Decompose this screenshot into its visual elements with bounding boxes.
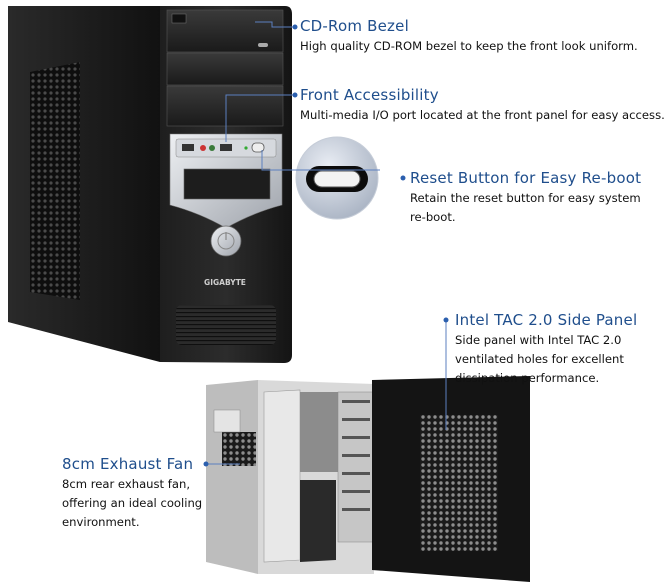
usb-port-icon-2 [220,144,232,151]
side-vent-grille [30,62,80,300]
brand-logo: GIGABYTE [204,278,246,287]
callout-desc-line: Side panel with Intel TAC 2.0 [455,333,622,347]
callout-desc-line: Retain the reset button for easy system [410,191,641,205]
callout-title: Intel TAC 2.0 Side Panel [455,311,638,329]
callout-title: CD-Rom Bezel [300,17,409,35]
callout-desc-line: ventilated holes for excellent [455,352,624,366]
callout-dots [203,24,449,467]
callout-cdrom-bezel: CD-Rom Bezel High quality CD-ROM bezel t… [300,16,638,56]
callout-desc-line: 8cm rear exhaust fan, [62,477,191,491]
callout-title: 8cm Exhaust Fan [62,455,194,473]
reset-button-icon [251,142,265,153]
callout-lines [206,21,447,465]
callout-title: Front Accessibility [300,86,439,104]
usb-port-icon [182,144,194,151]
tower-front-view: GIGABYTE [8,6,292,363]
exhaust-fan-grille [222,432,256,466]
chassis-open-view [206,376,530,582]
callout-tac-side-panel: Intel TAC 2.0 Side Panel Side panel with… [455,310,637,388]
mic-jack-icon [200,145,206,151]
callout-front-accessibility: Front Accessibility Multi-media I/O port… [300,85,665,125]
callout-exhaust-fan: 8cm Exhaust Fan 8cm rear exhaust fan, of… [62,454,202,532]
callout-desc: High quality CD-ROM bezel to keep the fr… [300,39,638,53]
callout-desc-line: environment. [62,515,140,529]
floppy-bay [183,168,271,200]
callout-reset-button: Reset Button for Easy Re-boot Retain the… [410,168,641,227]
motherboard-tray [263,389,301,563]
audio-jack-icon [209,145,215,151]
callout-desc-line: offering an ideal cooling [62,496,203,510]
power-button-icon [210,225,242,257]
callout-title: Reset Button for Easy Re-boot [410,169,642,187]
callout-desc-line: dissipation performance. [455,371,600,385]
reset-button-zoom [295,136,379,220]
callout-desc: Multi-media I/O port located at the fron… [300,108,665,122]
tac-vent-grille [420,415,498,551]
callout-desc-line: re-boot. [410,210,456,224]
front-bottom-vent [176,305,276,345]
